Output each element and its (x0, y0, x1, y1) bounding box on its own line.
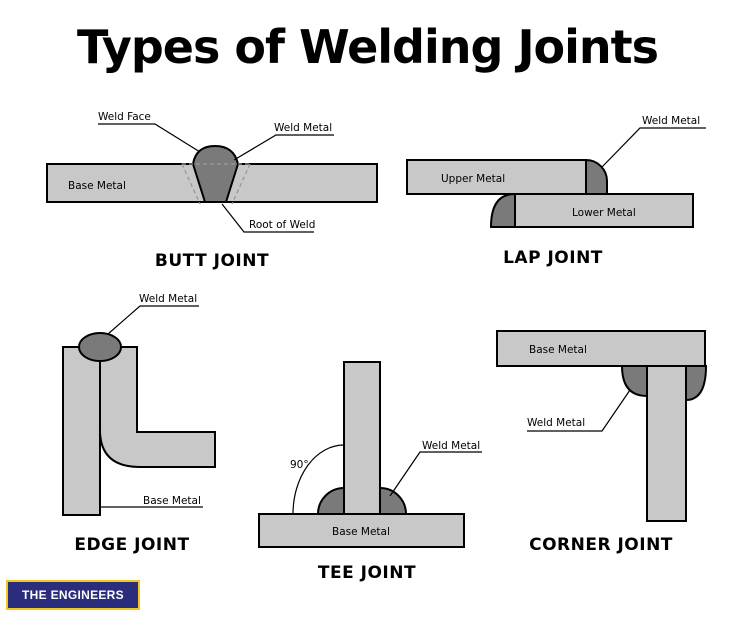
tee-weld-metal-label: Weld Metal (422, 440, 480, 452)
butt-joint-diagram: Weld Face Weld Metal Base Metal Root of … (46, 111, 378, 271)
edge-weld-bead (78, 332, 122, 362)
butt-base-metal-label: Base Metal (68, 180, 126, 192)
butt-weld-face-label: Weld Face (98, 111, 151, 123)
lap-weld-metal-leader (601, 127, 706, 168)
corner-weld-metal-leader (527, 389, 631, 432)
edge-base-metal-label: Base Metal (143, 495, 201, 507)
edge-bent-plate (99, 346, 216, 468)
lap-upper-weld (585, 158, 608, 195)
tee-angle-label: 90° (290, 459, 309, 471)
brand-badge: THE ENGINEERS POST (6, 580, 140, 628)
edge-weld-metal-leader (107, 305, 199, 335)
page-title: Types of Welding Joints (76, 20, 659, 74)
lap-weld-metal-label: Weld Metal (642, 115, 700, 127)
corner-right-weld (685, 365, 708, 402)
tee-weld-metal-leader (389, 451, 482, 497)
corner-left-weld (620, 365, 648, 398)
corner-joint-title: CORNER JOINT (529, 535, 673, 555)
welding-joints-infographic: Types of Welding Joints Weld Face Weld M… (6, 20, 708, 628)
butt-root-leader (221, 203, 314, 233)
edge-weld-metal-label: Weld Metal (139, 293, 197, 305)
lap-upper-metal-label: Upper Metal (441, 173, 505, 185)
edge-joint-title: EDGE JOINT (74, 535, 189, 555)
edge-joint-diagram: Weld Metal Base Metal EDGE JOINT (62, 293, 216, 555)
edge-vertical-plate (62, 346, 101, 516)
lap-joint-diagram: Upper Metal Lower Metal Weld Metal LAP J… (406, 115, 706, 268)
lap-lower-metal-plate (514, 193, 694, 228)
tee-joint-title: TEE JOINT (318, 563, 416, 583)
tee-base-plate (258, 513, 465, 548)
butt-weld-bead (191, 144, 240, 203)
corner-vertical-plate (646, 365, 687, 522)
butt-root-label: Root of Weld (249, 219, 315, 231)
tee-angle-arc (292, 444, 345, 515)
tee-right-weld (379, 486, 408, 515)
corner-joint-diagram: Base Metal Weld Metal CORNER JOINT (496, 330, 708, 555)
corner-weld-metal-label: Weld Metal (527, 417, 585, 429)
butt-groove-right-line (231, 163, 251, 205)
corner-base-metal-label: Base Metal (529, 344, 587, 356)
corner-top-plate (496, 330, 706, 367)
tee-base-metal-label: Base Metal (332, 526, 390, 538)
butt-weld-metal-leader (233, 134, 334, 161)
butt-weld-metal-label: Weld Metal (274, 122, 332, 134)
lap-upper-metal-plate (406, 159, 587, 195)
lap-lower-weld (489, 192, 516, 228)
lap-lower-metal-label: Lower Metal (572, 207, 636, 219)
butt-joint-title: BUTT JOINT (155, 251, 269, 271)
tee-joint-diagram: 90° Weld Metal Base Metal TEE JOINT (258, 361, 482, 583)
tee-vertical-plate (343, 361, 381, 515)
joints-diagram: Weld Face Weld Metal Base Metal Root of … (46, 111, 708, 583)
butt-weld-face-leader (98, 123, 201, 153)
butt-groove-left-line (181, 163, 201, 205)
tee-left-weld (316, 486, 345, 515)
lap-joint-title: LAP JOINT (503, 248, 603, 268)
